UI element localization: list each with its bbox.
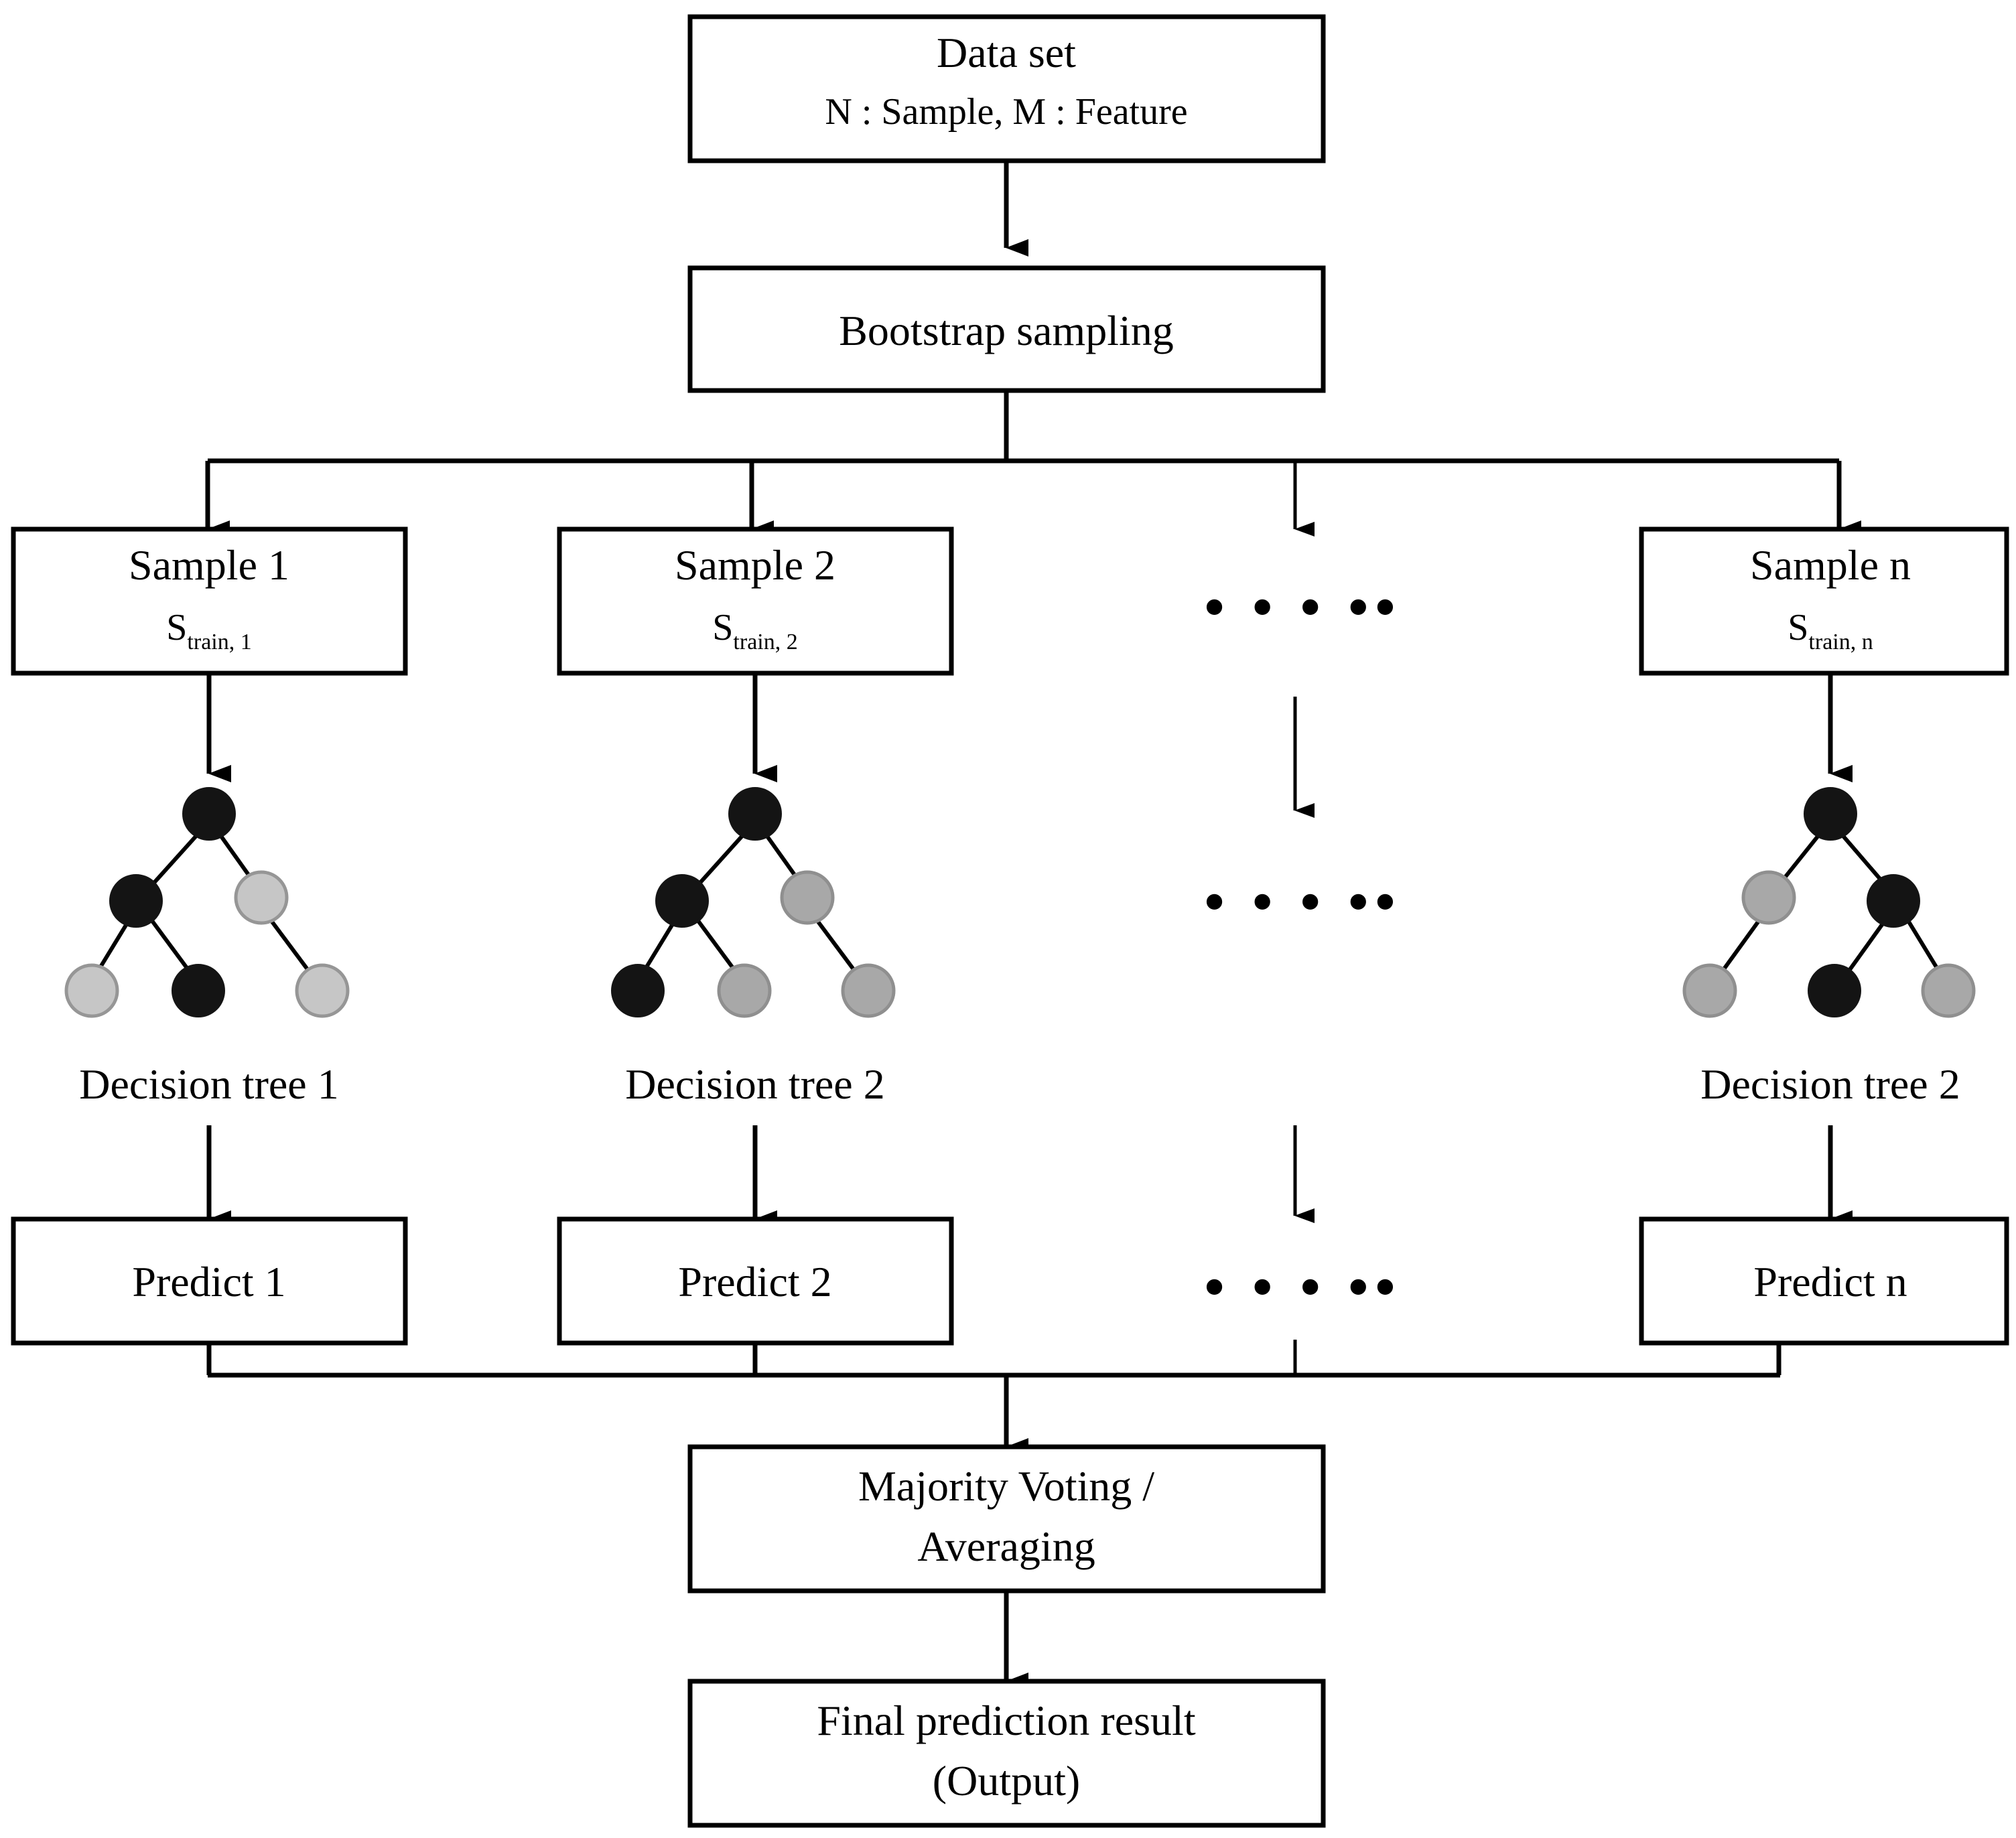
tree1-node-leaf-middle	[172, 964, 225, 1017]
predict-box-n: Predict n	[1639, 1216, 2009, 1346]
dataset-box-rect	[687, 14, 1326, 163]
tree2-node-root	[728, 787, 782, 841]
sample-box-n: Sample n Strain, n	[1639, 526, 2009, 676]
sample-box-n-rect	[1639, 526, 2009, 676]
tree1-node-level1-right	[234, 870, 289, 925]
treen-label: Decision tree 2	[1700, 1060, 1960, 1108]
output-box: Final prediction result (Output)	[687, 1679, 1326, 1828]
tree1-node-root	[182, 787, 236, 841]
predict-box-1: Predict 1	[11, 1216, 408, 1346]
aggregate-box: Majority Voting / Averaging	[687, 1444, 1326, 1594]
predict-box-1-rect	[11, 1216, 408, 1346]
sample-box-n-subscript: Strain, n	[1788, 607, 1873, 654]
sample-box-2-title: Sample 2	[675, 541, 835, 589]
decision-tree-1: Decision tree 1	[64, 787, 350, 1108]
dataset-subtitle: N : Sample, M : Feature	[825, 91, 1187, 133]
predict-box-2-rect	[557, 1216, 954, 1346]
sample-box-2: Sample 2 Strain, 2	[557, 526, 954, 676]
treen-node-level1-left	[1741, 870, 1796, 925]
predict-merge-bus	[206, 1340, 1782, 1456]
tree1-node-leaf-right	[295, 963, 350, 1018]
ellipsis-predict-row: • • • ••	[1204, 1255, 1402, 1319]
dataset-title: Data set	[937, 29, 1076, 76]
tree2-node-leaf-left	[611, 964, 665, 1017]
treen-node-root	[1804, 787, 1857, 841]
predict-box-1-label: Predict 1	[132, 1258, 285, 1305]
output-box-rect	[687, 1679, 1326, 1828]
predict-box-2-label: Predict 2	[678, 1258, 831, 1305]
sample-box-2-subscript: Strain, 2	[712, 607, 797, 654]
dataset-box: Data set N : Sample, M : Feature	[687, 14, 1326, 163]
output-line-1: Final prediction result	[817, 1697, 1195, 1744]
treen-node-leaf-left	[1682, 963, 1737, 1018]
sample-box-1: Sample 1 Strain, 1	[11, 526, 408, 676]
tree2-node-level1-left	[655, 874, 709, 928]
bootstrap-box: Bootstrap sampling	[687, 265, 1326, 393]
predict-box-n-rect	[1639, 1216, 2009, 1346]
tree2-node-leaf-right	[841, 963, 896, 1018]
bootstrap-distribution-bus	[205, 391, 1861, 538]
ellipsis-tree-row: • • • ••	[1204, 869, 1402, 934]
bootstrap-box-rect	[687, 265, 1326, 393]
sample-box-n-title: Sample n	[1750, 541, 1911, 589]
sample-box-1-subscript: Strain, 1	[166, 607, 251, 654]
decision-tree-2: Decision tree 2	[611, 787, 896, 1108]
tree2-node-level1-right	[780, 870, 835, 925]
bootstrap-label: Bootstrap sampling	[839, 307, 1174, 354]
aggregate-line-1: Majority Voting /	[858, 1462, 1154, 1510]
aggregate-line-2: Averaging	[917, 1523, 1095, 1570]
treen-node-leaf-middle	[1808, 964, 1861, 1017]
tree2-node-leaf-middle	[717, 963, 772, 1018]
decision-tree-n: Decision tree 2	[1682, 787, 1976, 1108]
tree1-node-level1-left	[109, 874, 163, 928]
sample-box-1-rect	[11, 526, 408, 676]
treen-node-leaf-right	[1921, 963, 1976, 1018]
tree1-label: Decision tree 1	[79, 1060, 338, 1108]
output-line-2: (Output)	[933, 1757, 1080, 1805]
ellipsis-sample-row: • • • ••	[1204, 575, 1402, 639]
treen-edge-l1right-leafmid	[1842, 915, 1890, 979]
predict-box-n-label: Predict n	[1753, 1258, 1907, 1305]
sample-box-1-title: Sample 1	[129, 541, 289, 589]
tree1-node-leaf-left	[64, 963, 119, 1018]
predict-box-2: Predict 2	[557, 1216, 954, 1346]
treen-node-level1-right	[1867, 874, 1920, 928]
tree2-label: Decision tree 2	[625, 1060, 884, 1108]
